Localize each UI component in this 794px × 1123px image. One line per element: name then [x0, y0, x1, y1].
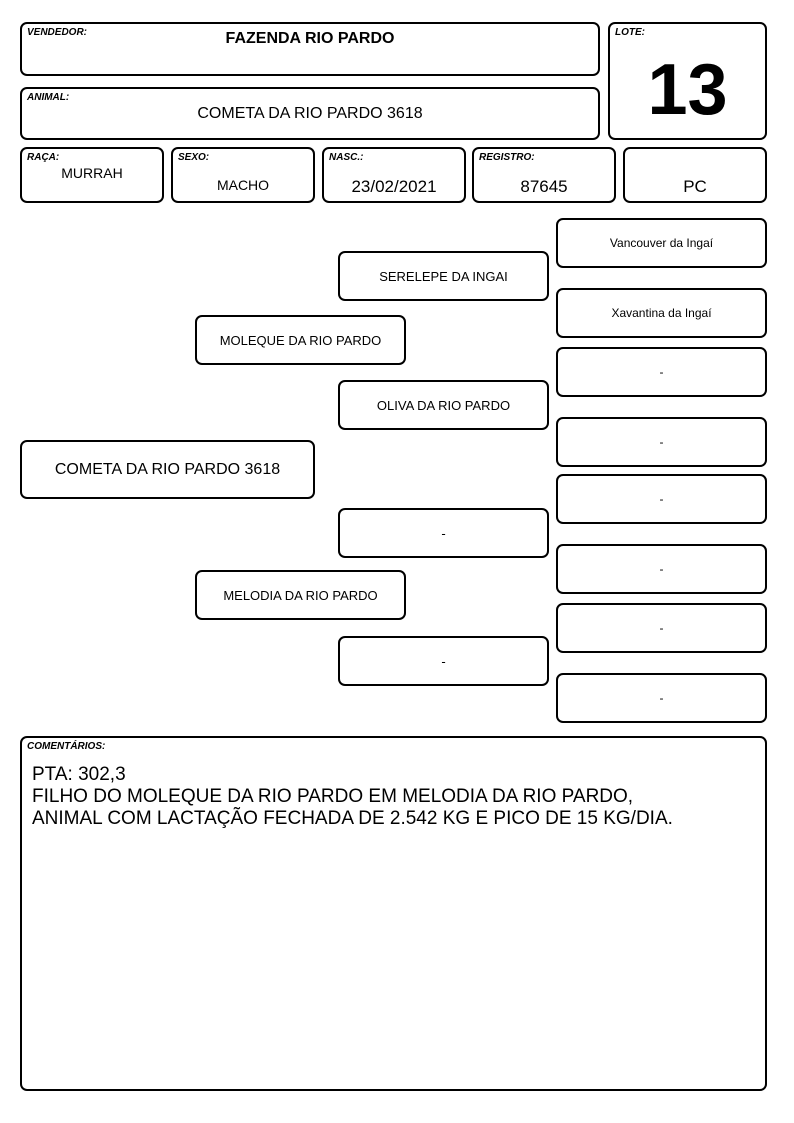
comments-line-filiation: FILHO DO MOLEQUE DA RIO PARDO EM MELODIA…	[32, 786, 634, 807]
animal-value: COMETA DA RIO PARDO 3618	[197, 105, 423, 122]
pedigree-ggp-7: -	[556, 603, 767, 653]
pedigree-sire-name: MOLEQUE DA RIO PARDO	[219, 332, 382, 348]
pedigree-dam-dam: -	[338, 636, 549, 686]
pedigree-animal: COMETA DA RIO PARDO 3618	[20, 440, 315, 499]
vendedor-box: VENDEDOR: FAZENDA RIO PARDO	[20, 22, 600, 76]
comments-text: PTA: 302,3 FILHO DO MOLEQUE DA RIO PARDO…	[32, 764, 755, 830]
nasc-value: 23/02/2021	[351, 177, 437, 196]
registro-tipo-value: PC	[683, 177, 707, 196]
pedigree-ggp-4: -	[556, 417, 767, 467]
nasc-label: NASC.:	[329, 152, 364, 163]
pedigree-ggp-1: Vancouver da Ingaí	[556, 218, 767, 268]
lote-label: LOTE:	[615, 27, 645, 38]
pedigree-sire: MOLEQUE DA RIO PARDO	[195, 315, 406, 365]
registro-box: REGISTRO: 87645	[472, 147, 616, 203]
sexo-box: SEXO: MACHO	[171, 147, 315, 203]
registro-tipo-box: PC	[623, 147, 767, 203]
pedigree-sire-dam-name: OLIVA DA RIO PARDO	[376, 397, 511, 413]
animal-box: ANIMAL: COMETA DA RIO PARDO 3618	[20, 87, 600, 140]
pedigree-ggp-4-name: -	[659, 435, 664, 449]
comments-box: COMENTÁRIOS: PTA: 302,3 FILHO DO MOLEQUE…	[20, 736, 767, 1091]
pedigree-ggp-3: -	[556, 347, 767, 397]
vendedor-value: FAZENDA RIO PARDO	[225, 30, 395, 47]
raca-label: RAÇA:	[27, 152, 60, 163]
pedigree-dam-sire: -	[338, 508, 549, 558]
raca-box: RAÇA: MURRAH	[20, 147, 164, 203]
comments-line-pta: PTA: 302,3	[32, 764, 126, 785]
pedigree-ggp-6: -	[556, 544, 767, 594]
pedigree-ggp-2: Xavantina da Ingaí	[556, 288, 767, 338]
registro-value: 87645	[520, 177, 568, 196]
sexo-label: SEXO:	[178, 152, 210, 163]
pedigree-ggp-3-name: -	[659, 365, 664, 379]
pedigree-ggp-5-name: -	[659, 492, 664, 506]
comments-label: COMENTÁRIOS:	[27, 741, 106, 752]
nasc-box: NASC.: 23/02/2021	[322, 147, 466, 203]
lote-box: LOTE: 13	[608, 22, 767, 140]
vendedor-label: VENDEDOR:	[27, 27, 88, 38]
pedigree-sire-sire-name: SERELEPE DA INGAI	[379, 268, 508, 284]
pedigree-ggp-5: -	[556, 474, 767, 524]
pedigree-ggp-8-name: -	[659, 691, 664, 705]
pedigree-dam-name: MELODIA DA RIO PARDO	[223, 587, 378, 603]
pedigree-sire-sire: SERELEPE DA INGAI	[338, 251, 549, 301]
lote-number: 13	[647, 50, 728, 130]
pedigree-sire-dam: OLIVA DA RIO PARDO	[338, 380, 549, 430]
animal-label: ANIMAL:	[27, 92, 70, 103]
pedigree-dam: MELODIA DA RIO PARDO	[195, 570, 406, 620]
pedigree-ggp-2-name: Xavantina da Ingaí	[611, 306, 712, 320]
sexo-value: MACHO	[216, 177, 270, 193]
pedigree-dam-dam-name: -	[441, 653, 446, 669]
comments-line-lactation: ANIMAL COM LACTAÇÃO FECHADA DE 2.542 KG …	[32, 808, 673, 829]
registro-label: REGISTRO:	[479, 152, 535, 163]
pedigree-ggp-6-name: -	[659, 562, 664, 576]
pedigree-dam-sire-name: -	[441, 525, 446, 541]
pedigree-ggp-7-name: -	[659, 621, 664, 635]
pedigree-animal-name: COMETA DA RIO PARDO 3618	[54, 460, 281, 478]
raca-value: MURRAH	[61, 165, 123, 181]
pedigree-ggp-8: -	[556, 673, 767, 723]
pedigree-ggp-1-name: Vancouver da Ingaí	[609, 236, 714, 250]
